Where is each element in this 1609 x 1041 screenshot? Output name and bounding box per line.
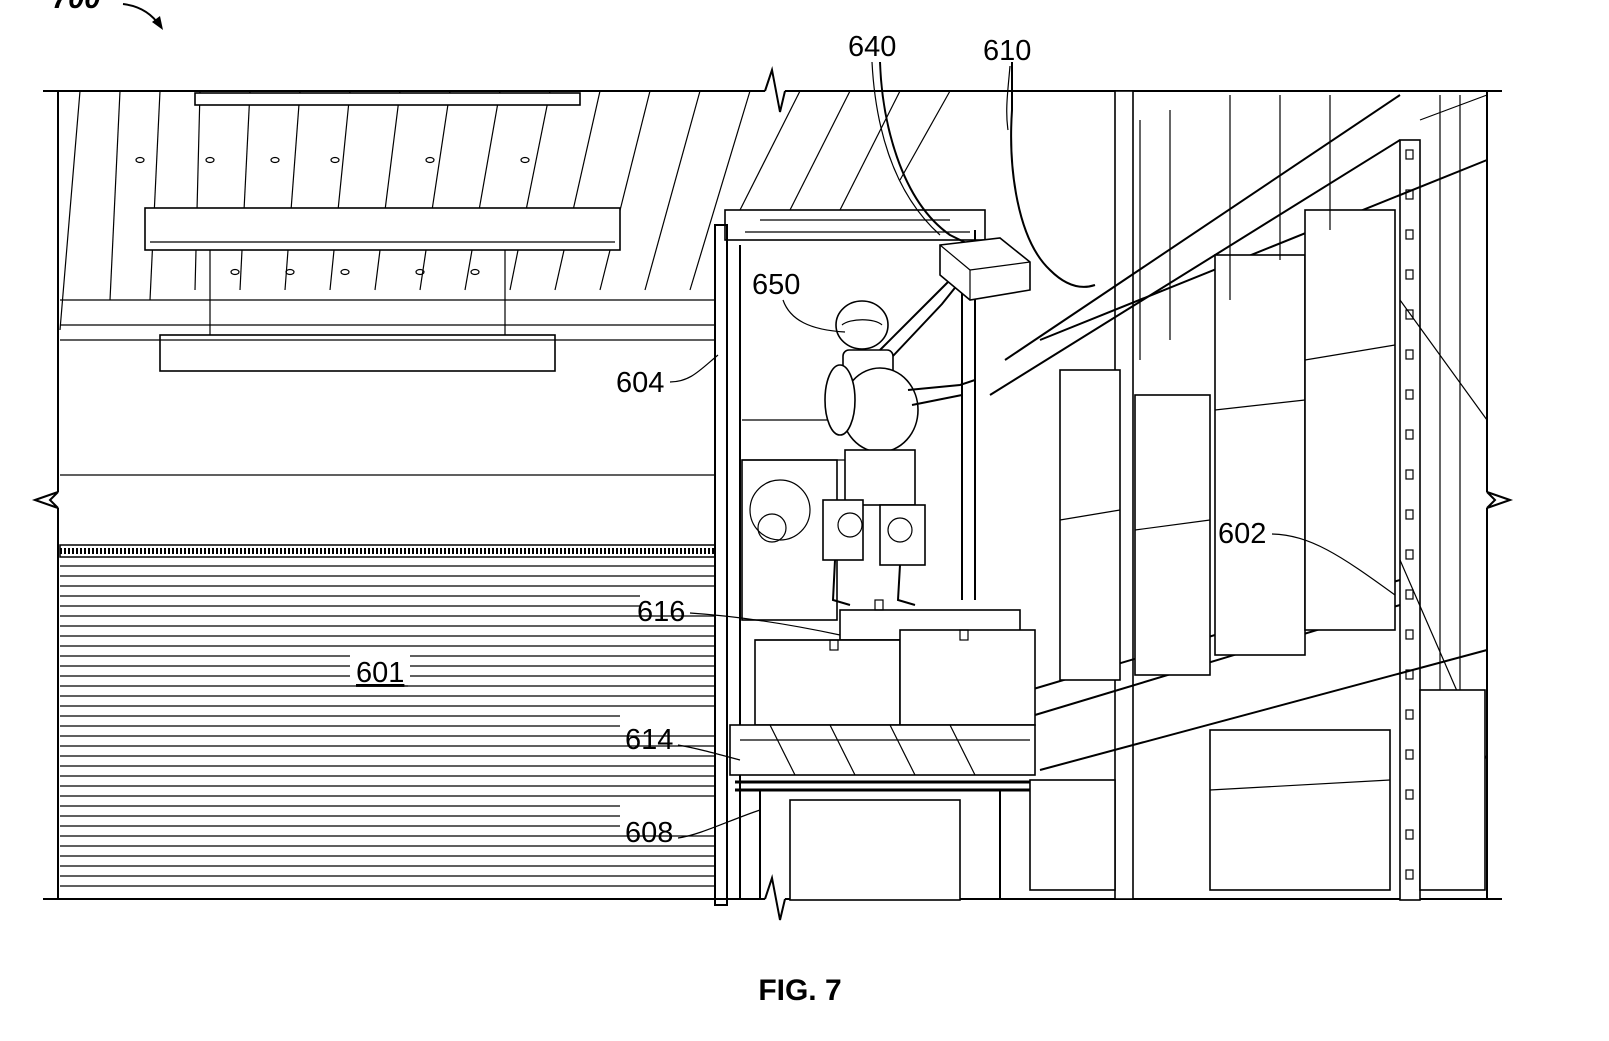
label-616: 616 bbox=[637, 596, 685, 628]
platform-deck bbox=[730, 725, 1035, 900]
figure-number-group: 700 bbox=[52, 0, 163, 30]
robot bbox=[823, 238, 1030, 605]
label-650: 650 bbox=[752, 269, 800, 301]
label-601: 601 bbox=[356, 657, 404, 689]
figure-number: 700 bbox=[52, 0, 100, 15]
label-608: 608 bbox=[625, 817, 673, 849]
leader-604 bbox=[670, 355, 718, 382]
label-602: 602 bbox=[1218, 518, 1266, 550]
label-614: 614 bbox=[625, 724, 673, 756]
break-symbol-bottom bbox=[765, 878, 785, 920]
break-symbol-left bbox=[35, 492, 58, 508]
label-610: 610 bbox=[983, 35, 1031, 67]
figure-caption: FIG. 7 bbox=[758, 974, 841, 1007]
break-symbol-right bbox=[1487, 492, 1510, 508]
leader-610 bbox=[1007, 66, 1010, 130]
break-symbol-top bbox=[765, 70, 785, 112]
leader-608 bbox=[678, 810, 760, 838]
storage-rack bbox=[990, 91, 1487, 900]
label-604: 604 bbox=[616, 367, 664, 399]
label-640: 640 bbox=[848, 31, 896, 63]
